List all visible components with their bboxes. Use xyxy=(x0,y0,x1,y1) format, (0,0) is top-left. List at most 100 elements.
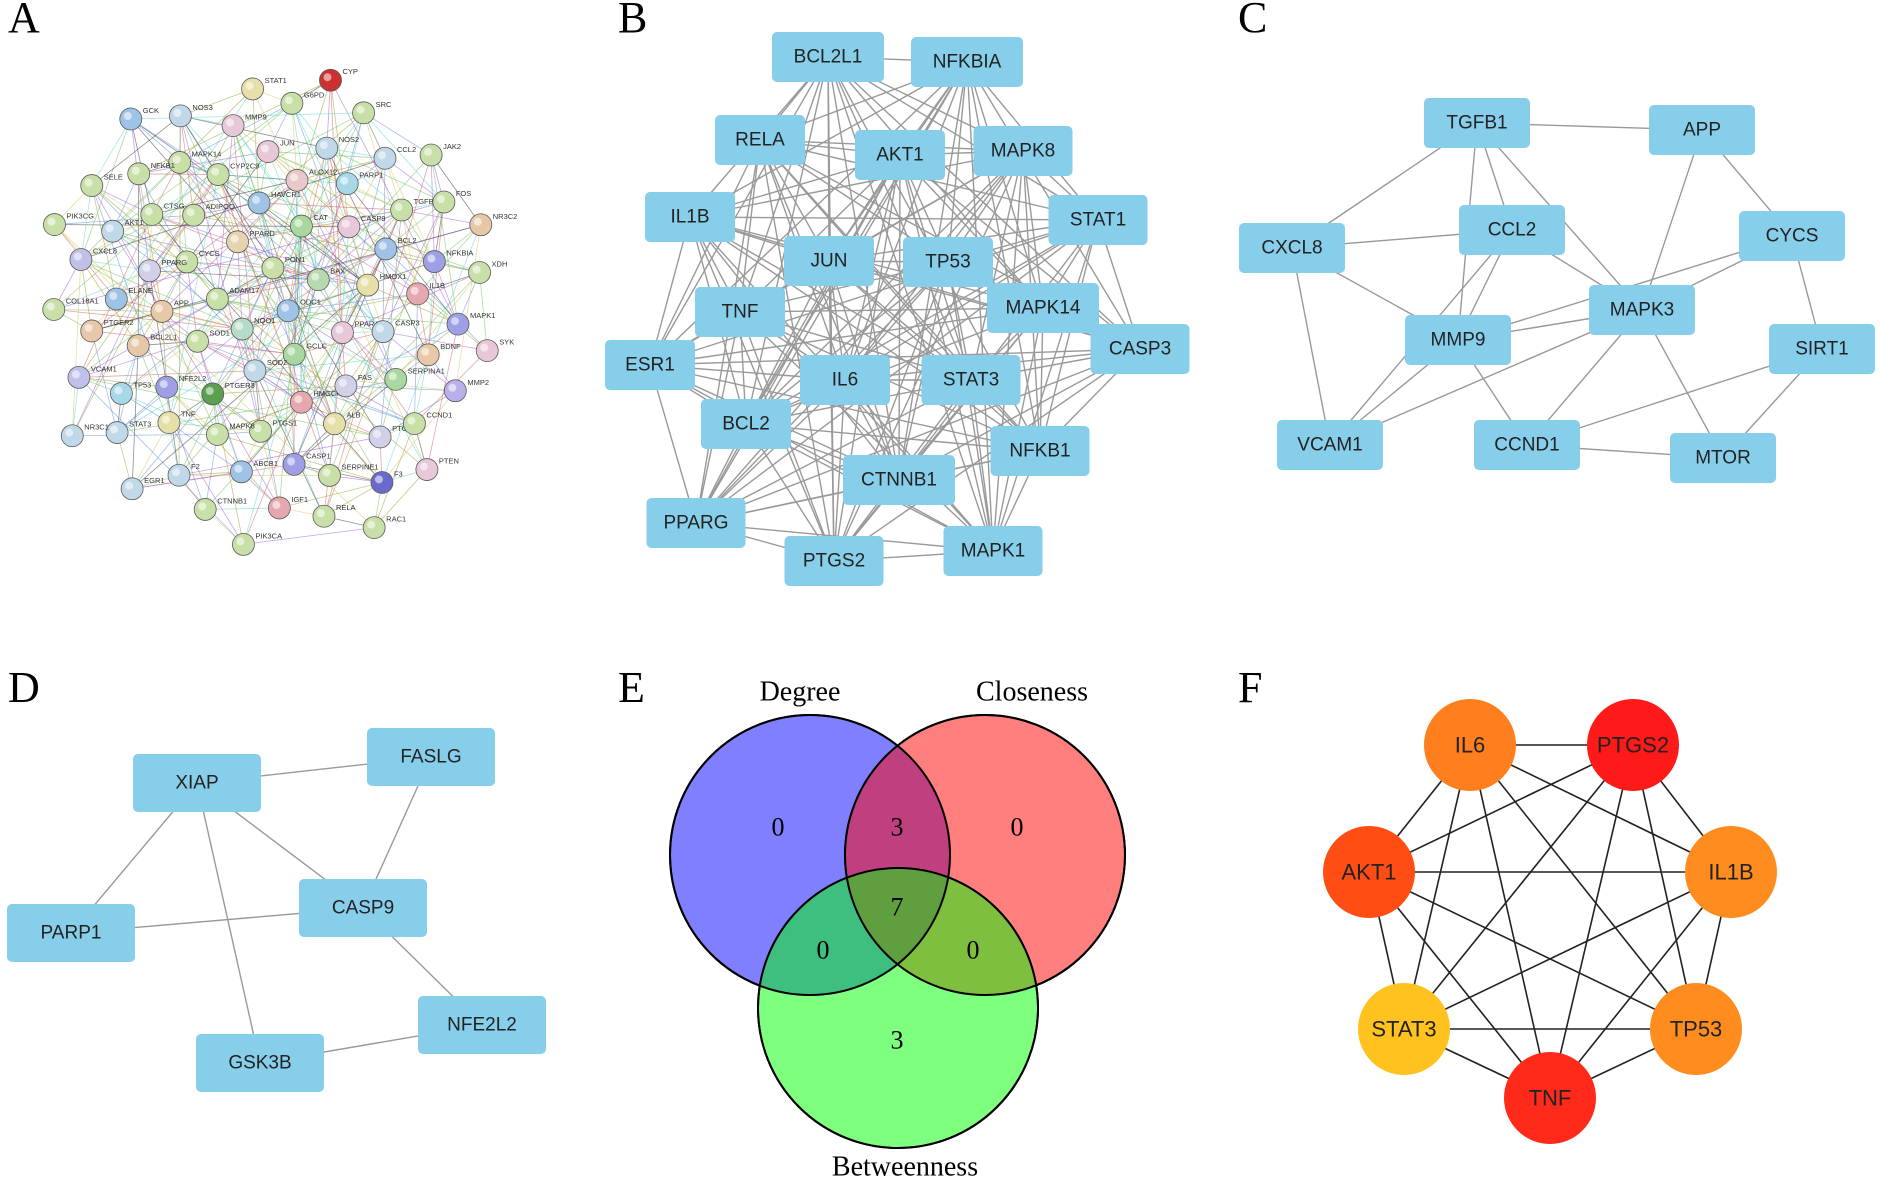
panel-a-node-circle xyxy=(432,190,456,214)
panel-a-edge xyxy=(427,224,482,355)
panel-a-edge xyxy=(383,331,488,351)
panel-b-node-label: MAPK8 xyxy=(991,141,1055,162)
panel-a-edge xyxy=(131,284,368,490)
panel-letter-d: D xyxy=(8,663,40,712)
panel-a-node-highlight xyxy=(450,317,459,326)
panel-a-node-label: PTGER2 xyxy=(104,318,134,327)
panel-a-node-bcl2: BCL2 xyxy=(374,236,417,261)
panel-f-node-circle xyxy=(1650,983,1742,1075)
panel-b-edge xyxy=(649,307,1044,366)
panel-a-node-f3: F3 xyxy=(370,469,403,494)
venn-outline-closeness xyxy=(844,714,1126,996)
panel-c-node-app: APP xyxy=(1649,105,1755,155)
panel-a-node-highlight xyxy=(131,166,140,175)
panel-a-node-label: SELE xyxy=(104,173,123,182)
panel-a-node-circle xyxy=(335,172,359,196)
panel-f-edge-ptgs2-tnf xyxy=(1549,744,1634,1099)
panel-a-edge xyxy=(178,112,364,476)
panel-a-node-pik3cg: PIK3CG xyxy=(43,212,94,236)
panel-a-edge xyxy=(161,311,170,423)
panel-c-node-mtor: MTOR xyxy=(1670,433,1776,483)
panel-b-edge xyxy=(827,56,1044,309)
panel-a-node-cxcl8: CXCL8 xyxy=(69,247,117,271)
panel-a-node-highlight xyxy=(424,148,433,157)
panel-c-node-label: MMP9 xyxy=(1431,330,1486,351)
panel-d-node-box xyxy=(367,728,495,786)
panel-a-edge xyxy=(179,162,238,243)
panel-c-node-sirt1: SIRT1 xyxy=(1769,324,1875,374)
panel-c-node-box xyxy=(1405,315,1511,365)
panel-f-node-label: IL1B xyxy=(1708,860,1753,885)
panel-a-node-label: IL1B xyxy=(430,281,445,290)
panel-a-node-circle xyxy=(256,140,280,163)
panel-f-node-akt1: AKT1 xyxy=(1323,826,1415,918)
venn-region-closeness-betweenness xyxy=(845,868,1038,995)
panel-a-node-highlight xyxy=(338,378,347,387)
panel-b-node-box xyxy=(903,237,993,287)
panel-a-node-circle xyxy=(422,250,446,273)
panel-a-node-label: NFE2L2 xyxy=(179,374,207,383)
panel-b-edge xyxy=(844,219,1099,381)
panel-a-node-highlight xyxy=(319,141,328,150)
panel-a-edge xyxy=(217,174,384,332)
panel-a-node-highlight xyxy=(323,73,332,82)
panel-a-node-highlight xyxy=(419,462,428,471)
panel-a-edge xyxy=(212,393,244,545)
panel-b-node-label: JUN xyxy=(811,251,848,272)
panel-a-node-label: TP53 xyxy=(133,380,151,389)
panel-d-node-label: CASP9 xyxy=(332,898,394,919)
panel-a-node-label: SERPINA1 xyxy=(408,366,445,375)
panel-f-node-label: TP53 xyxy=(1670,1017,1723,1042)
panel-a-edge xyxy=(166,386,280,509)
panel-a-node-label: STAT1 xyxy=(265,76,287,85)
panel-a-node-label: PARP1 xyxy=(359,171,383,180)
panel-a-node-highlight xyxy=(327,416,336,425)
panel-a-edge xyxy=(454,224,482,391)
panel-a-edge xyxy=(232,125,302,227)
panel-a-edge xyxy=(260,183,348,432)
panel-d-node-label: NFE2L2 xyxy=(447,1015,517,1036)
panel-a-edge xyxy=(348,158,386,227)
panel-a-node-ppara: PPARA xyxy=(331,320,379,345)
panel-a-node-label: SOD2 xyxy=(267,358,287,367)
panel-a-edge xyxy=(381,390,456,483)
panel-a-edge xyxy=(179,162,397,380)
panel-a-node-highlight xyxy=(289,173,298,182)
panel-a-node-odc1: ODC1 xyxy=(276,298,321,323)
panel-a-node-circle xyxy=(319,68,342,92)
panel-a-edge xyxy=(112,162,180,232)
panel-b-node-box xyxy=(695,287,785,337)
panel-a-node-serpine1: SERPINE1 xyxy=(318,462,379,487)
panel-a-edge xyxy=(252,88,428,470)
panel-a-node-stat3: STAT3 xyxy=(105,420,151,444)
panel-a-edge xyxy=(218,174,348,185)
panel-a-node-g6pd: G6PD xyxy=(280,90,325,115)
panel-f-edge-il6-stat3 xyxy=(1403,744,1471,1030)
panel-a-edge xyxy=(287,310,295,465)
panel-a-node-fos: FOS xyxy=(432,189,471,214)
panel-a-node-highlight xyxy=(226,118,235,127)
venn-count-closeness-only: 0 xyxy=(1011,813,1024,842)
panel-a-node-highlight xyxy=(374,475,383,484)
panel-a-edge xyxy=(243,527,375,545)
panel-a-edge xyxy=(149,174,219,272)
panel-a-node-adipoq: ADIPOQ xyxy=(182,202,235,227)
panel-b-edge xyxy=(759,139,835,562)
panel-a-node-circle xyxy=(120,477,144,501)
panel-a-node-label: TNF xyxy=(181,410,196,419)
panel-a-node-label: SRC xyxy=(376,100,392,109)
panel-b-edge xyxy=(833,261,949,562)
panel-a-node-circle xyxy=(201,382,225,406)
panel-a-edge xyxy=(323,201,445,517)
panel-b-node-mapk14: MAPK14 xyxy=(987,283,1099,333)
panel-a-node-highlight xyxy=(388,372,397,381)
panel-b-node-akt1: AKT1 xyxy=(855,130,945,180)
panel-a-node-highlight xyxy=(131,338,140,347)
venn-count-all: 7 xyxy=(891,893,904,922)
panel-b-edge xyxy=(745,154,901,425)
panel-a-node-label: VCAM1 xyxy=(91,364,117,373)
panel-a-edge xyxy=(168,422,242,473)
panel-a-node-sod1: SOD1 xyxy=(186,328,230,353)
panel-a-edge xyxy=(363,112,419,294)
panel-a-node-mapk14: MAPK14 xyxy=(168,149,221,174)
